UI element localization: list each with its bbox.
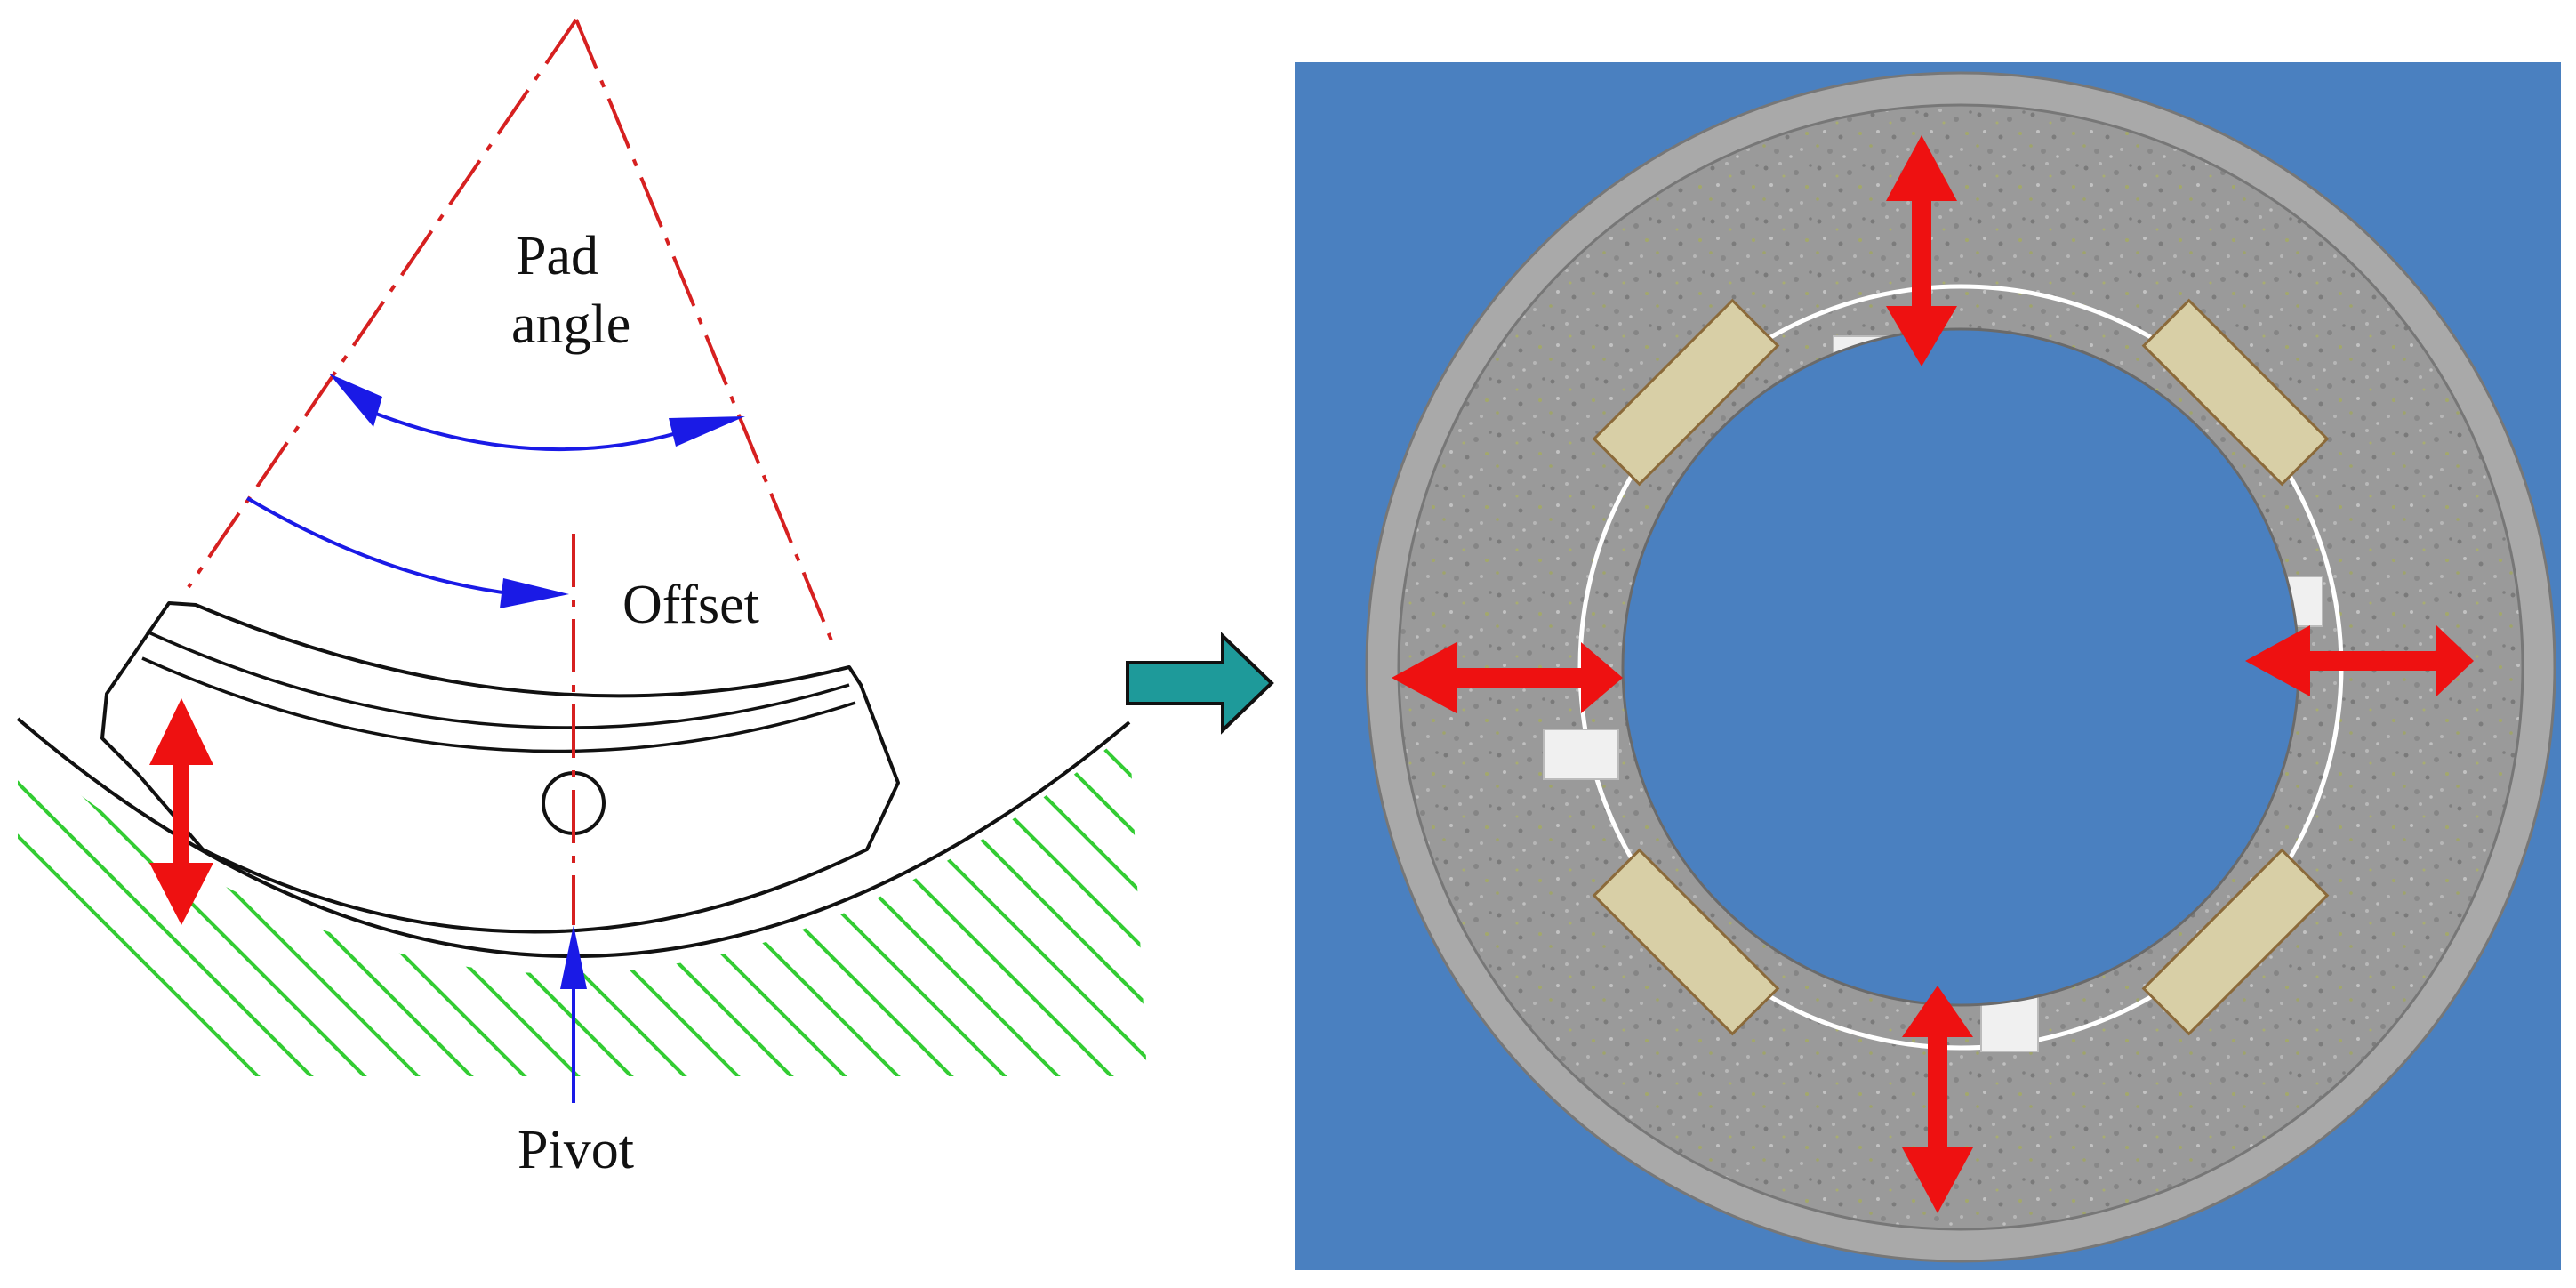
pivot-arrow: [560, 925, 587, 1103]
bearing-render-panel: [1295, 62, 2561, 1270]
double-headed-arrow-icon-bottom: [1902, 986, 1973, 1213]
offset-label: Offset: [622, 575, 759, 635]
pad-angle-arrow: [329, 374, 745, 452]
pad-liner-line-1: [146, 630, 850, 729]
pad-liner-line-2: [141, 656, 856, 753]
double-headed-arrow-icon-left: [1392, 642, 1623, 713]
pad-load-double-arrow: [149, 698, 213, 925]
pad-inserts: [1592, 298, 2330, 1036]
double-headed-arrow-icon-right: [2245, 625, 2474, 696]
tilting-pad: [100, 601, 900, 934]
pivot-label: Pivot: [518, 1120, 634, 1180]
right-arrow-icon: [1126, 632, 1274, 735]
pad-angle-construction-lines: [187, 18, 838, 925]
pad-angle-label-line-1: Pad: [516, 226, 598, 286]
double-headed-arrow-icon-top: [1886, 135, 1957, 366]
pad-angle-label-line-2: angle: [511, 294, 630, 355]
shaft-bore: [1621, 327, 2300, 1007]
offset-arrow: [245, 496, 569, 608]
